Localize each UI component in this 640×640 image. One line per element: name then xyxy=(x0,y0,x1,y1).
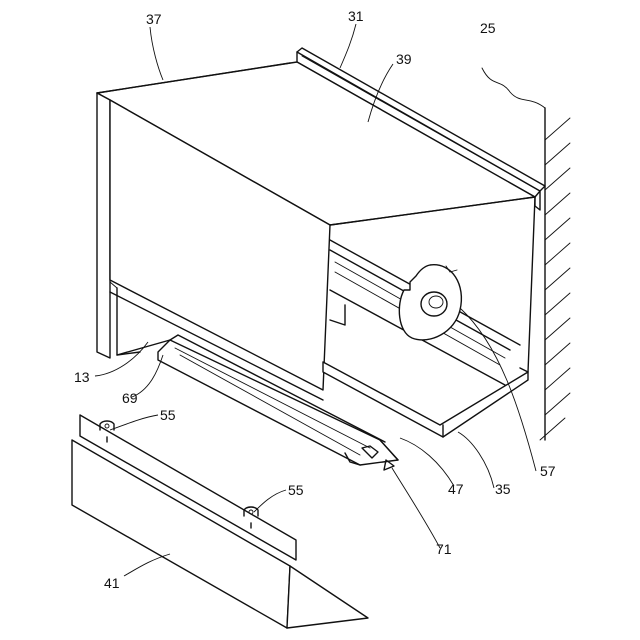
valance-bottom-return xyxy=(287,566,368,628)
ref-13: 13 xyxy=(74,369,90,385)
ref-55-right: 55 xyxy=(288,482,304,498)
ref-71: 71 xyxy=(436,541,452,557)
ref-25: 25 xyxy=(480,20,496,36)
ref-39: 39 xyxy=(396,51,412,67)
wall xyxy=(482,68,570,440)
ref-31: 31 xyxy=(348,8,364,24)
valance xyxy=(72,415,368,628)
wall-break-curve xyxy=(482,68,545,108)
ref-47: 47 xyxy=(448,481,464,497)
ref-55-left: 55 xyxy=(160,407,176,423)
ref-37: 37 xyxy=(146,11,162,27)
ref-57: 57 xyxy=(540,463,556,479)
ref-41: 41 xyxy=(104,575,120,591)
ref-69: 69 xyxy=(122,390,138,406)
ref-35: 35 xyxy=(495,481,511,497)
